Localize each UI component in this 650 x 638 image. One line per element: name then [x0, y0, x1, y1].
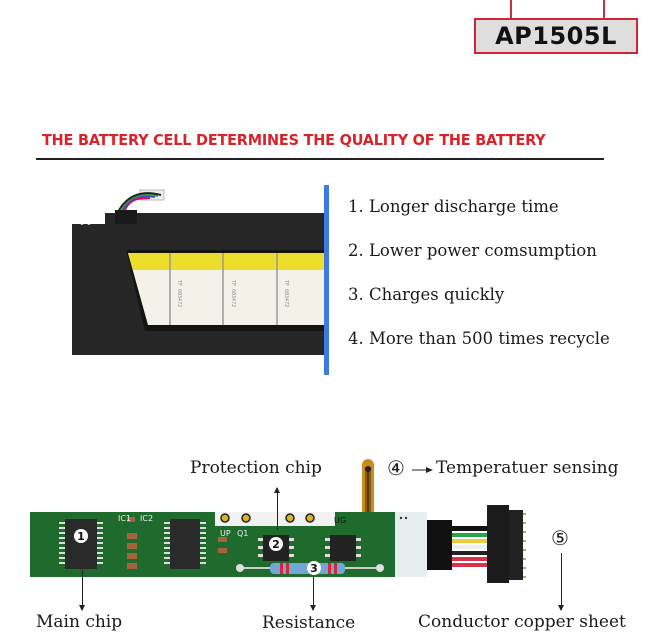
battery-pack-icon: TF 603472 TF 603472 TF 603472 — [72, 185, 329, 375]
headline-divider — [36, 158, 604, 160]
svg-text:IC2: IC2 — [140, 514, 153, 523]
main-chip-label: Main chip — [36, 612, 123, 632]
feature-item: 1. Longer discharge time — [348, 197, 559, 217]
svg-text:Q1: Q1 — [237, 529, 248, 538]
svg-text:UP: UP — [220, 529, 231, 538]
svg-text:TF 603472: TF 603472 — [283, 280, 289, 307]
section-headline: THE BATTERY CELL DETERMINES THE QUALITY … — [42, 131, 546, 149]
protection-chip-arrow — [274, 487, 280, 530]
svg-text:IC1: IC1 — [118, 514, 131, 523]
main-chip-arrow — [79, 570, 85, 611]
badge-connector-line-right — [603, 0, 605, 18]
feature-item: 3. Charges quickly — [348, 285, 505, 305]
svg-text:3: 3 — [310, 562, 318, 575]
svg-text:TF 603472: TF 603472 — [176, 280, 182, 307]
temperature-sensing-label: Temperatuer sensing — [436, 458, 619, 478]
feature-item: 4. More than 500 times recycle — [348, 329, 610, 349]
svg-text:UG: UG — [334, 516, 346, 525]
conductor-arrow — [558, 553, 564, 611]
connector-marker: ⑤ — [551, 526, 569, 550]
badge-connector-line-left — [510, 0, 512, 18]
arrow-right-icon — [412, 467, 433, 473]
svg-text:TF 603472: TF 603472 — [230, 280, 236, 307]
model-badge: AP1505L — [474, 18, 638, 54]
conductor-copper-sheet-label: Conductor copper sheet — [418, 612, 626, 632]
resistance-label: Resistance — [262, 613, 356, 633]
resistance-arrow — [310, 577, 316, 611]
feature-item: 2. Lower power comsumption — [348, 241, 597, 261]
temperature-marker: ④ — [387, 456, 405, 480]
feature-list: 1. Longer discharge time 2. Lower power … — [348, 194, 618, 370]
protection-chip-label: Protection chip — [190, 458, 322, 478]
svg-text:2: 2 — [272, 538, 280, 551]
svg-text:1: 1 — [77, 530, 85, 543]
pcb-board-icon: 1 2 3 IC1 IC2 UP Q1 UG — [30, 459, 526, 583]
